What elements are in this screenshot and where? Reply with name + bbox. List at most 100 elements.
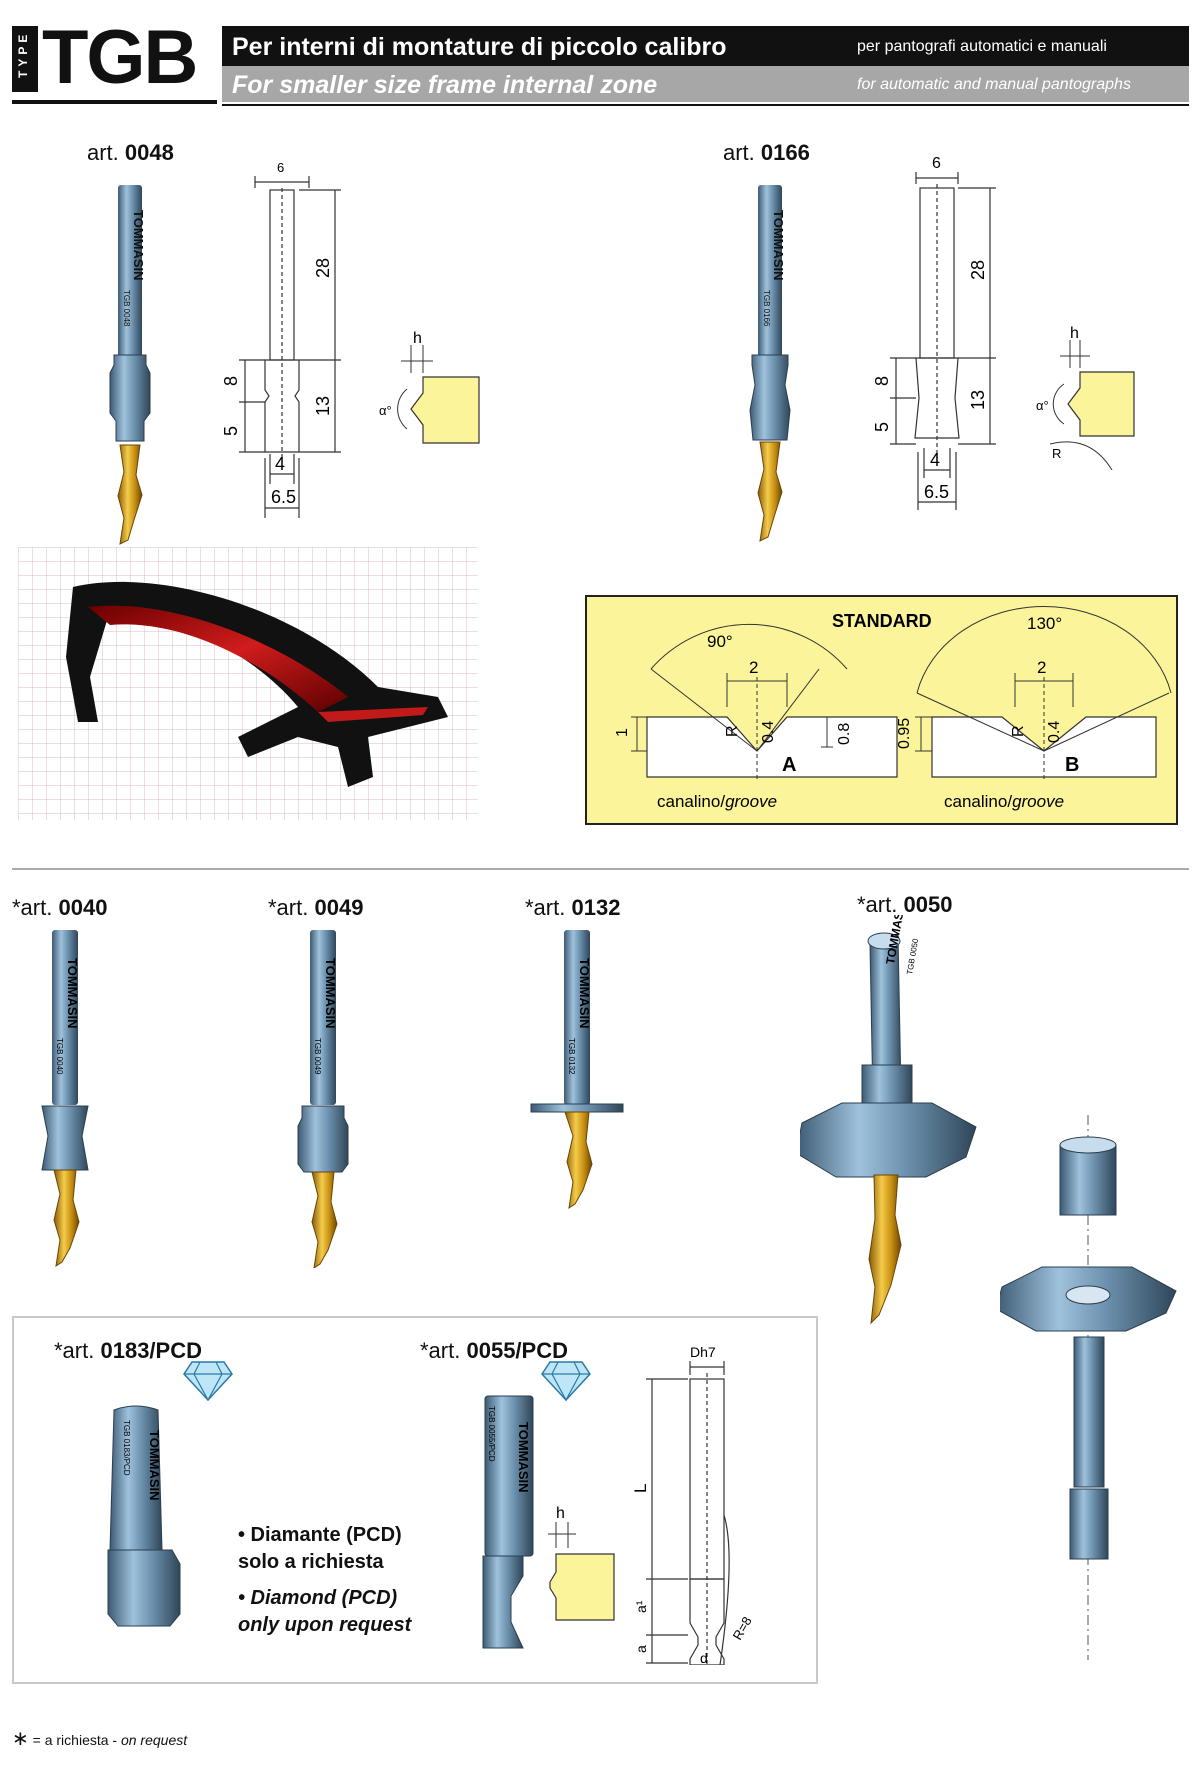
- standard-groove-panel: STANDARD 90° 2 R 0.4 1 0.8 A canalino/gr…: [585, 595, 1178, 825]
- groove-b-profile: 130° 2 R 0.4 0.95 B canalino/groove: [896, 605, 1172, 811]
- dim-a: a: [633, 1645, 649, 1653]
- tool-0166-dimension-drawing: 6 28 13 8 5 4 6.5: [872, 155, 996, 510]
- diamond-icon: [183, 1361, 233, 1402]
- article-code: 0048: [124, 140, 174, 165]
- caption-italian: canalino/: [944, 792, 1012, 811]
- footer-note: ∗ = a richiesta - on request: [12, 1726, 187, 1751]
- dim-d: d: [700, 1650, 708, 1665]
- tool-cutter-head: [749, 354, 791, 441]
- groove-a-label: A: [782, 754, 796, 776]
- note-line: only upon request: [238, 1614, 412, 1636]
- groove-b-width: 2: [1037, 658, 1046, 677]
- dim-28: 28: [968, 260, 988, 280]
- groove-a-profile: 90° 2 R 0.4 1 0.8 A canalino/groove: [614, 623, 898, 811]
- article-code: 0166: [760, 140, 810, 165]
- tool-cutter-head: [109, 354, 151, 442]
- groove-b-r: R: [1010, 725, 1027, 737]
- header-underline: [222, 104, 1189, 106]
- tool-code-mark: TGB 0050: [905, 937, 920, 975]
- article-prefix: *art.: [12, 895, 53, 920]
- dim-6: 6: [277, 160, 284, 175]
- dim-28: 28: [313, 258, 333, 278]
- tool-shank: [52, 930, 78, 1105]
- dim-a1: a¹: [633, 1600, 649, 1613]
- tool-shank: [118, 185, 142, 360]
- dim-alpha: α°: [379, 403, 392, 418]
- exploded-nut: [1069, 1488, 1109, 1560]
- pcd-note-italian: • Diamante (PCD) solo a richiesta: [238, 1522, 402, 1576]
- tool-0055-profile-detail: h: [548, 1505, 615, 1621]
- groove-a-angle: 90°: [707, 632, 733, 651]
- dim-h: h: [556, 1505, 565, 1522]
- tool-0050-exploded-image: [1000, 1115, 1177, 1660]
- dim-h: h: [413, 330, 422, 347]
- tool-drill-tip: [868, 1174, 902, 1325]
- brand-underline: [12, 100, 217, 104]
- article-prefix: *art.: [525, 895, 566, 920]
- tool-brand-mark: TOMMASIN: [65, 958, 80, 1029]
- header-english-band: For smaller size frame internal zone for…: [222, 66, 1189, 102]
- frame-groove: [88, 605, 348, 712]
- tool-0048-profile-detail: h α°: [379, 330, 480, 444]
- subtitle-english: for automatic and manual pantographs: [857, 76, 1131, 93]
- dim-5: 5: [221, 426, 241, 436]
- article-0132-label: *art. 0132: [525, 895, 620, 921]
- groove-a-depth: 0.4: [760, 721, 777, 743]
- tool-brand-mark: TOMMASIN: [771, 210, 786, 281]
- tool-0049-image: TOMMASIN TGB 0049: [297, 930, 349, 1268]
- tool-drill-tip: [117, 444, 143, 545]
- tool-pcd-head: [482, 1555, 524, 1649]
- tool-0048-dimension-drawing: 6 28 13 8 5 4 6.5: [221, 160, 341, 518]
- caption-english: groove: [725, 792, 777, 811]
- tool-0055-image: TOMMASIN TGB 0055/PCD: [482, 1395, 534, 1649]
- tool-drill-tip: [757, 441, 783, 542]
- tool-code-mark: TGB 0183/PCD: [122, 1420, 131, 1476]
- tool-shank: [758, 185, 782, 360]
- tool-0166-profile-detail: h α° R: [1036, 325, 1135, 470]
- tool-code-mark: TGB 0055/PCD: [487, 1406, 496, 1462]
- groove-a-right-height: 0.8: [836, 723, 853, 745]
- subtitle-italian: per pantografi automatici e manuali: [857, 38, 1107, 55]
- tool-0050-assembled-image: TOMMASIN TGB 0050: [800, 915, 977, 1325]
- dim-6-5: 6.5: [271, 487, 296, 507]
- tool-code-mark: TGB 0166: [762, 290, 771, 327]
- caption-italian: canalino/: [657, 792, 725, 811]
- tool-cutter-head: [41, 1105, 89, 1171]
- footer-english: on request: [120, 1732, 188, 1748]
- dim-8: 8: [221, 376, 241, 386]
- exploded-spacer: [1059, 1144, 1117, 1216]
- standard-groove-diagram: STANDARD 90° 2 R 0.4 1 0.8 A canalino/gr…: [614, 605, 1172, 811]
- tool-brand-mark: TOMMASIN: [883, 915, 908, 966]
- dim-8: 8: [872, 376, 892, 386]
- type-label: TYPE: [16, 30, 30, 78]
- section-divider: [12, 868, 1189, 870]
- dim-6: 6: [932, 155, 941, 172]
- article-code: 0049: [314, 895, 364, 920]
- tool-0040-image: TOMMASIN TGB 0040: [41, 930, 89, 1268]
- groove-b-depth: 0.4: [1046, 721, 1063, 743]
- article-0183-label: *art. 0183/PCD: [54, 1338, 202, 1364]
- tool-0055-dimension-drawing: Dh7 L a¹ a d R=8: [631, 1345, 755, 1665]
- tool-brand-mark: TOMMASIN: [516, 1422, 531, 1493]
- article-prefix: *art.: [54, 1338, 95, 1363]
- tool-cutter-disc: [800, 1102, 977, 1178]
- tool-code-mark: TGB 0049: [313, 1038, 322, 1075]
- dim-l: L: [631, 1484, 650, 1493]
- exploded-arbor: [1073, 1336, 1105, 1488]
- title-italian: Per interni di montature di piccolo cali…: [232, 33, 727, 61]
- tool-0166-image: TOMMASIN TGB 0166: [749, 185, 791, 542]
- pcd-note-english: • Diamond (PCD) only upon request: [238, 1585, 411, 1639]
- groove-a-width: 2: [749, 658, 758, 677]
- dim-6-5: 6.5: [924, 482, 949, 502]
- standard-title: STANDARD: [832, 611, 932, 631]
- tool-brand-mark: TOMMASIN: [577, 958, 592, 1029]
- tool-code-mark: TGB 0040: [55, 1038, 64, 1075]
- article-0049-label: *art. 0049: [268, 895, 363, 921]
- groove-b-left-height: 0.95: [896, 718, 913, 749]
- dim-h: h: [1070, 325, 1079, 342]
- article-0048-label: art. 0048: [87, 140, 174, 166]
- article-prefix: *art.: [268, 895, 309, 920]
- title-english: For smaller size frame internal zone: [232, 71, 658, 99]
- tool-shank: [564, 930, 590, 1105]
- groove-a-left-height: 1: [614, 728, 631, 737]
